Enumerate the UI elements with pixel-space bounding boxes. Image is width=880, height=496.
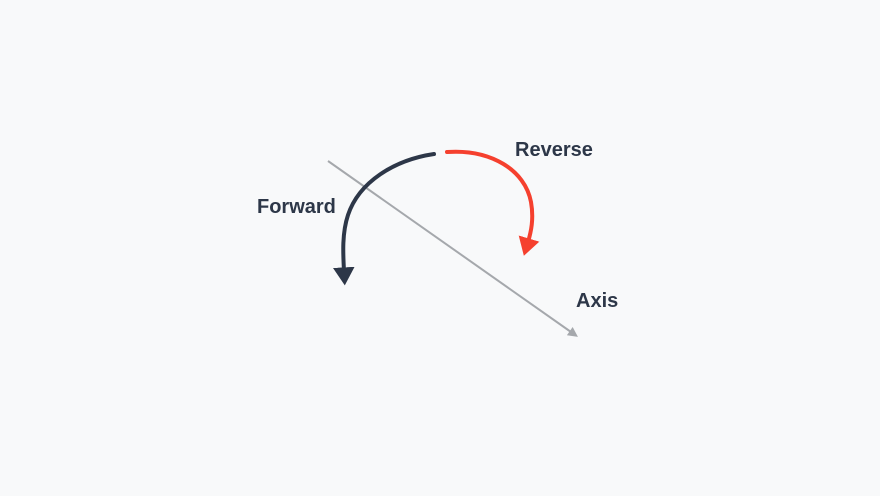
forward-label: Forward bbox=[257, 196, 336, 218]
reverse-label: Reverse bbox=[515, 139, 593, 161]
axis-label: Axis bbox=[576, 290, 619, 312]
axis-arrow-line bbox=[327, 160, 578, 337]
reverse-arc-arrow bbox=[445, 149, 540, 256]
forward-arc-arrow bbox=[333, 152, 436, 286]
